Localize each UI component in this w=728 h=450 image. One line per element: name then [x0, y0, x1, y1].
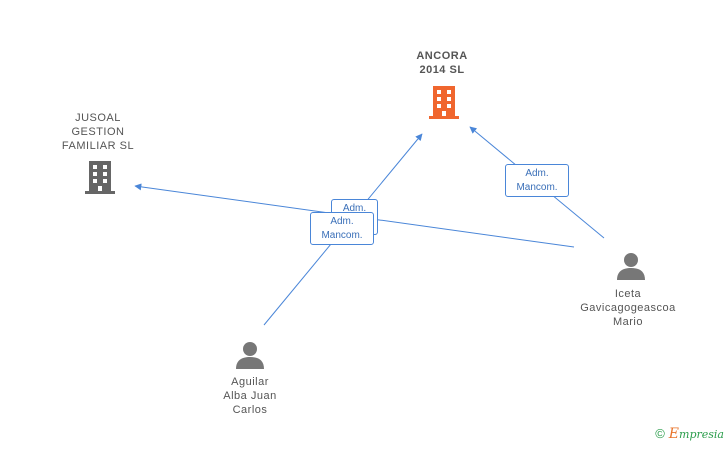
company-name-line1: ANCORA: [416, 50, 468, 62]
relation-box-iceta-ancora[interactable]: Adm. Mancom.: [505, 164, 569, 197]
brand-logo: Empresia: [668, 426, 724, 442]
person-name-line2: Alba Juan: [223, 390, 277, 402]
person-name-line3: Mario: [612, 316, 643, 328]
building-icon[interactable]: [85, 159, 115, 195]
relation-role-line1: Adm.: [342, 203, 367, 214]
relation-role-line2: Mancom.: [516, 182, 558, 193]
company-name-line3: FAMILIAR SL: [61, 140, 135, 152]
relation-role-line1: Adm.: [525, 168, 549, 179]
person-icon-iceta[interactable]: [616, 251, 646, 280]
building-icon-main[interactable]: [429, 84, 459, 120]
empresia-watermark: ©Empresia: [655, 426, 724, 442]
person-name-line2: Gavicagogeascoa: [580, 302, 676, 314]
company-name-line2: GESTION: [71, 126, 125, 138]
brand-initial: E: [668, 426, 680, 442]
relation-role-line1: Adm.: [330, 216, 354, 227]
copyright-symbol: ©: [655, 426, 665, 441]
company-label-ancora: ANCORA 2014 SL: [397, 49, 487, 77]
person-name-line1: Aguilar: [231, 376, 269, 388]
brand-rest: mpresia: [679, 428, 724, 441]
company-name-line2: 2014 SL: [419, 64, 465, 76]
relation-role-line2: Mancom.: [321, 230, 363, 241]
person-icon-aguilar[interactable]: [235, 340, 265, 369]
person-label-aguilar: Aguilar Alba Juan Carlos: [200, 375, 300, 417]
person-name-line3: Carlos: [232, 404, 268, 416]
person-name-line1: Iceta: [614, 288, 642, 300]
relation-box-iceta-jusoal[interactable]: Adm. Mancom.: [310, 212, 374, 245]
company-label-jusoal: JUSOAL GESTION FAMILIAR SL: [48, 111, 148, 153]
person-label-iceta: Iceta Gavicagogeascoa Mario: [566, 287, 690, 329]
company-name-line1: JUSOAL: [75, 112, 121, 124]
